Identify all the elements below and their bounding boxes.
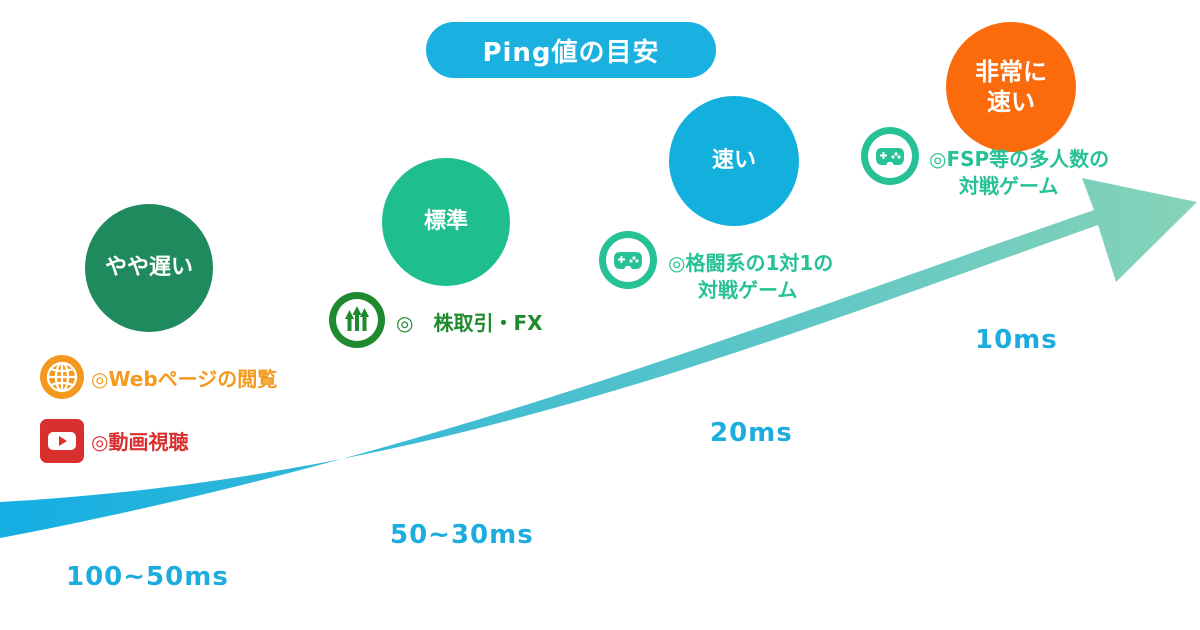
latency-50-30: 50~30ms (390, 520, 534, 550)
use-fighting-label: ◎格闘系の1対1の 対戦ゲーム (668, 250, 833, 304)
gamepad-icon (599, 231, 657, 289)
fps-line1: ◎FSP等の多人数の (929, 147, 1110, 171)
latency-20: 20ms (710, 418, 793, 448)
fighting-line2: 対戦ゲーム (698, 278, 798, 302)
use-trading-label: ◎ 株取引・FX (396, 311, 543, 335)
stock-up-arrows-icon (329, 292, 385, 348)
youtube-play-icon (40, 419, 84, 463)
level-badge-very-fast: 非常に速い (946, 22, 1076, 152)
globe-icon (40, 355, 84, 399)
latency-100-50: 100~50ms (66, 562, 229, 592)
arrow-shape (0, 178, 1197, 538)
level-badge-fast: 速い (669, 96, 799, 226)
use-fps-label: ◎FSP等の多人数の 対戦ゲーム (929, 146, 1109, 200)
fps-line2: 対戦ゲーム (959, 174, 1059, 198)
gamepad-icon (861, 127, 919, 185)
fighting-line1: ◎格闘系の1対1の (668, 251, 834, 275)
level-badge-slow: やや遅い (85, 204, 213, 332)
badge-line2: 速い (987, 88, 1035, 116)
title-pill: Ping値の目安 (426, 22, 716, 78)
level-badge-standard: 標準 (382, 158, 510, 286)
latency-10: 10ms (975, 325, 1058, 355)
use-web-label: ◎Webページの閲覧 (91, 367, 278, 391)
badge-line1: 非常に (975, 58, 1047, 86)
use-video-label: ◎動画視聴 (91, 430, 189, 454)
